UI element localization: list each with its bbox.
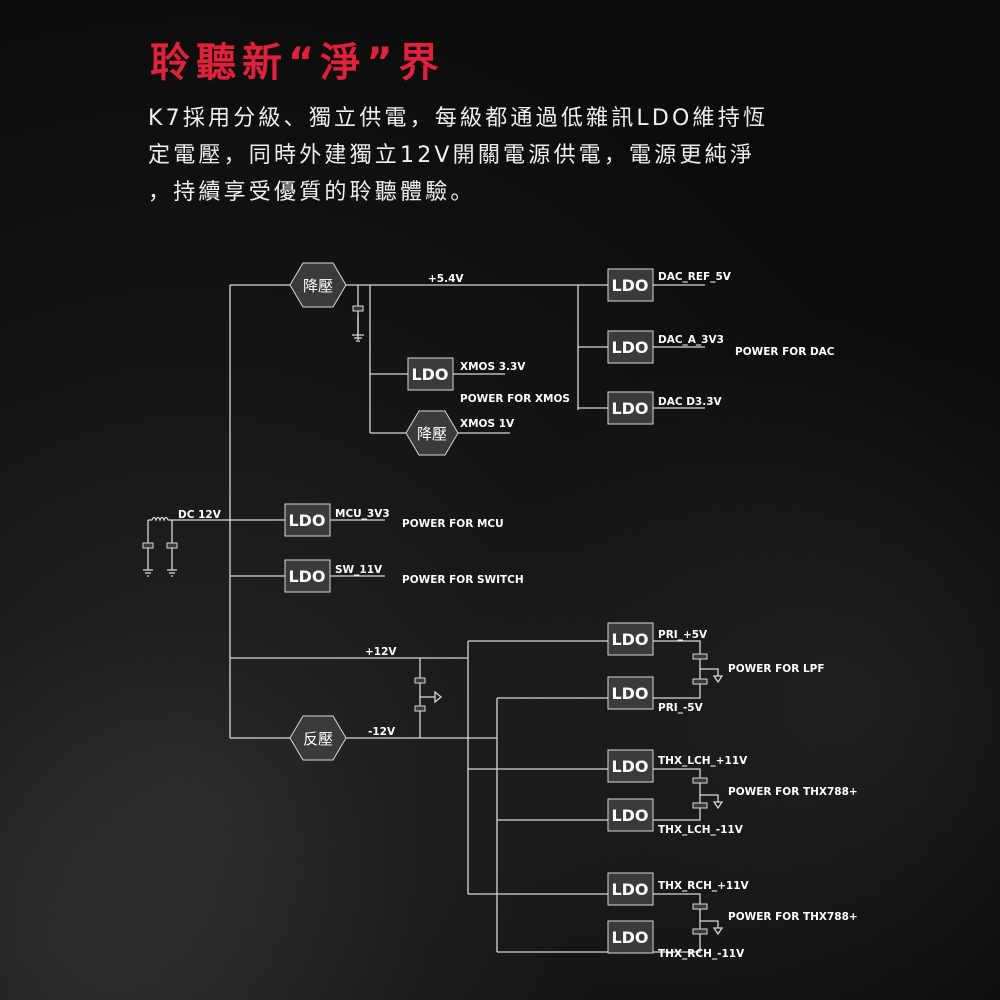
power-thx-lch-label: POWER FOR THX788+: [728, 786, 858, 798]
ldo-xmos: LDO: [407, 357, 454, 391]
svg-text:反壓: 反壓: [303, 730, 333, 748]
xmos1-label: XMOS 1V: [460, 418, 515, 430]
dac-ref-label: DAC_REF_5V: [658, 271, 732, 283]
svg-text:LDO: LDO: [611, 806, 648, 825]
power-thx-rch-label: POWER FOR THX788+: [728, 911, 858, 923]
ground-symbols: [352, 316, 364, 342]
power-dac-label: POWER FOR DAC: [735, 346, 835, 358]
ldo-rch-neg: LDO: [607, 920, 654, 954]
svg-text:LDO: LDO: [611, 684, 648, 703]
svg-text:LDO: LDO: [611, 757, 648, 776]
wires: [143, 284, 724, 953]
description-line: K7採用分級、獨立供電，每級都通過低雜訊LDO維持恆: [148, 106, 769, 131]
ldo-blocks: LDO LDO LDO LDO LDO LDO LDO LDO LDO LDO …: [284, 268, 654, 954]
svg-text:LDO: LDO: [611, 928, 648, 947]
ldo-switch: LDO: [284, 559, 331, 593]
dac-a-label: DAC_A_3V3: [658, 334, 724, 346]
dc-in-label: DC 12V: [178, 509, 222, 521]
ldo-dac-ref: LDO: [607, 268, 654, 302]
sw-label: SW_11V: [335, 564, 383, 576]
pri-pos-label: PRI_+5V: [658, 629, 708, 641]
dac-d-label: DAC D3.3V: [658, 396, 723, 408]
svg-text:LDO: LDO: [611, 630, 648, 649]
lch-pos-label: THX_LCH_+11V: [658, 755, 748, 767]
ldo-rch-pos: LDO: [607, 872, 654, 906]
lch-neg-label: THX_LCH_-11V: [658, 824, 744, 836]
pri-neg-label: PRI_-5V: [658, 702, 704, 714]
svg-text:降壓: 降壓: [417, 425, 447, 443]
rail-p12-label: +12V: [365, 646, 397, 658]
buck-converter-main: 降壓: [289, 262, 347, 308]
mcu-label: MCU_3V3: [335, 508, 390, 520]
svg-text:LDO: LDO: [611, 276, 648, 295]
rch-neg-label: THX_RCH_-11V: [658, 948, 745, 960]
svg-text:降壓: 降壓: [303, 277, 333, 295]
ldo-lch-neg: LDO: [607, 798, 654, 832]
rch-pos-label: THX_RCH_+11V: [658, 880, 750, 892]
description-line: ，持續享受優質的聆聽體驗。: [148, 180, 476, 205]
xmos33-label: XMOS 3.3V: [460, 361, 526, 373]
power-switch-label: POWER FOR SWITCH: [402, 574, 524, 586]
ldo-dac-a: LDO: [607, 330, 654, 364]
svg-text:LDO: LDO: [411, 365, 448, 384]
svg-text:LDO: LDO: [288, 511, 325, 530]
svg-text:LDO: LDO: [288, 567, 325, 586]
svg-text:LDO: LDO: [611, 880, 648, 899]
ldo-pri-neg: LDO: [607, 676, 654, 710]
description: K7採用分級、獨立供電，每級都通過低雜訊LDO維持恆 定電壓，同時外建獨立12V…: [148, 100, 868, 211]
svg-text:LDO: LDO: [611, 399, 648, 418]
ldo-dac-d: LDO: [607, 391, 654, 425]
description-line: 定電壓，同時外建獨立12V開關電源供電，電源更純淨: [148, 143, 756, 168]
power-lpf-label: POWER FOR LPF: [728, 663, 825, 675]
power-xmos-label: POWER FOR XMOS: [460, 393, 570, 405]
svg-text:LDO: LDO: [611, 338, 648, 357]
ldo-pri-pos: LDO: [607, 622, 654, 656]
rail-5v4-label: +5.4V: [428, 273, 464, 285]
power-mcu-label: POWER FOR MCU: [402, 518, 504, 530]
ldo-lch-pos: LDO: [607, 749, 654, 783]
rail-m12-label: -12V: [368, 726, 396, 738]
ldo-mcu: LDO: [284, 503, 331, 537]
page-title: 聆聽新“淨”界: [150, 40, 445, 86]
buck-converter-xmos: 降壓: [405, 410, 459, 456]
capacitors: [142, 305, 708, 935]
labels: +5.4V XMOS 3.3V POWER FOR XMOS XMOS 1V D…: [178, 271, 858, 960]
inverter-converter: 反壓: [289, 715, 347, 761]
